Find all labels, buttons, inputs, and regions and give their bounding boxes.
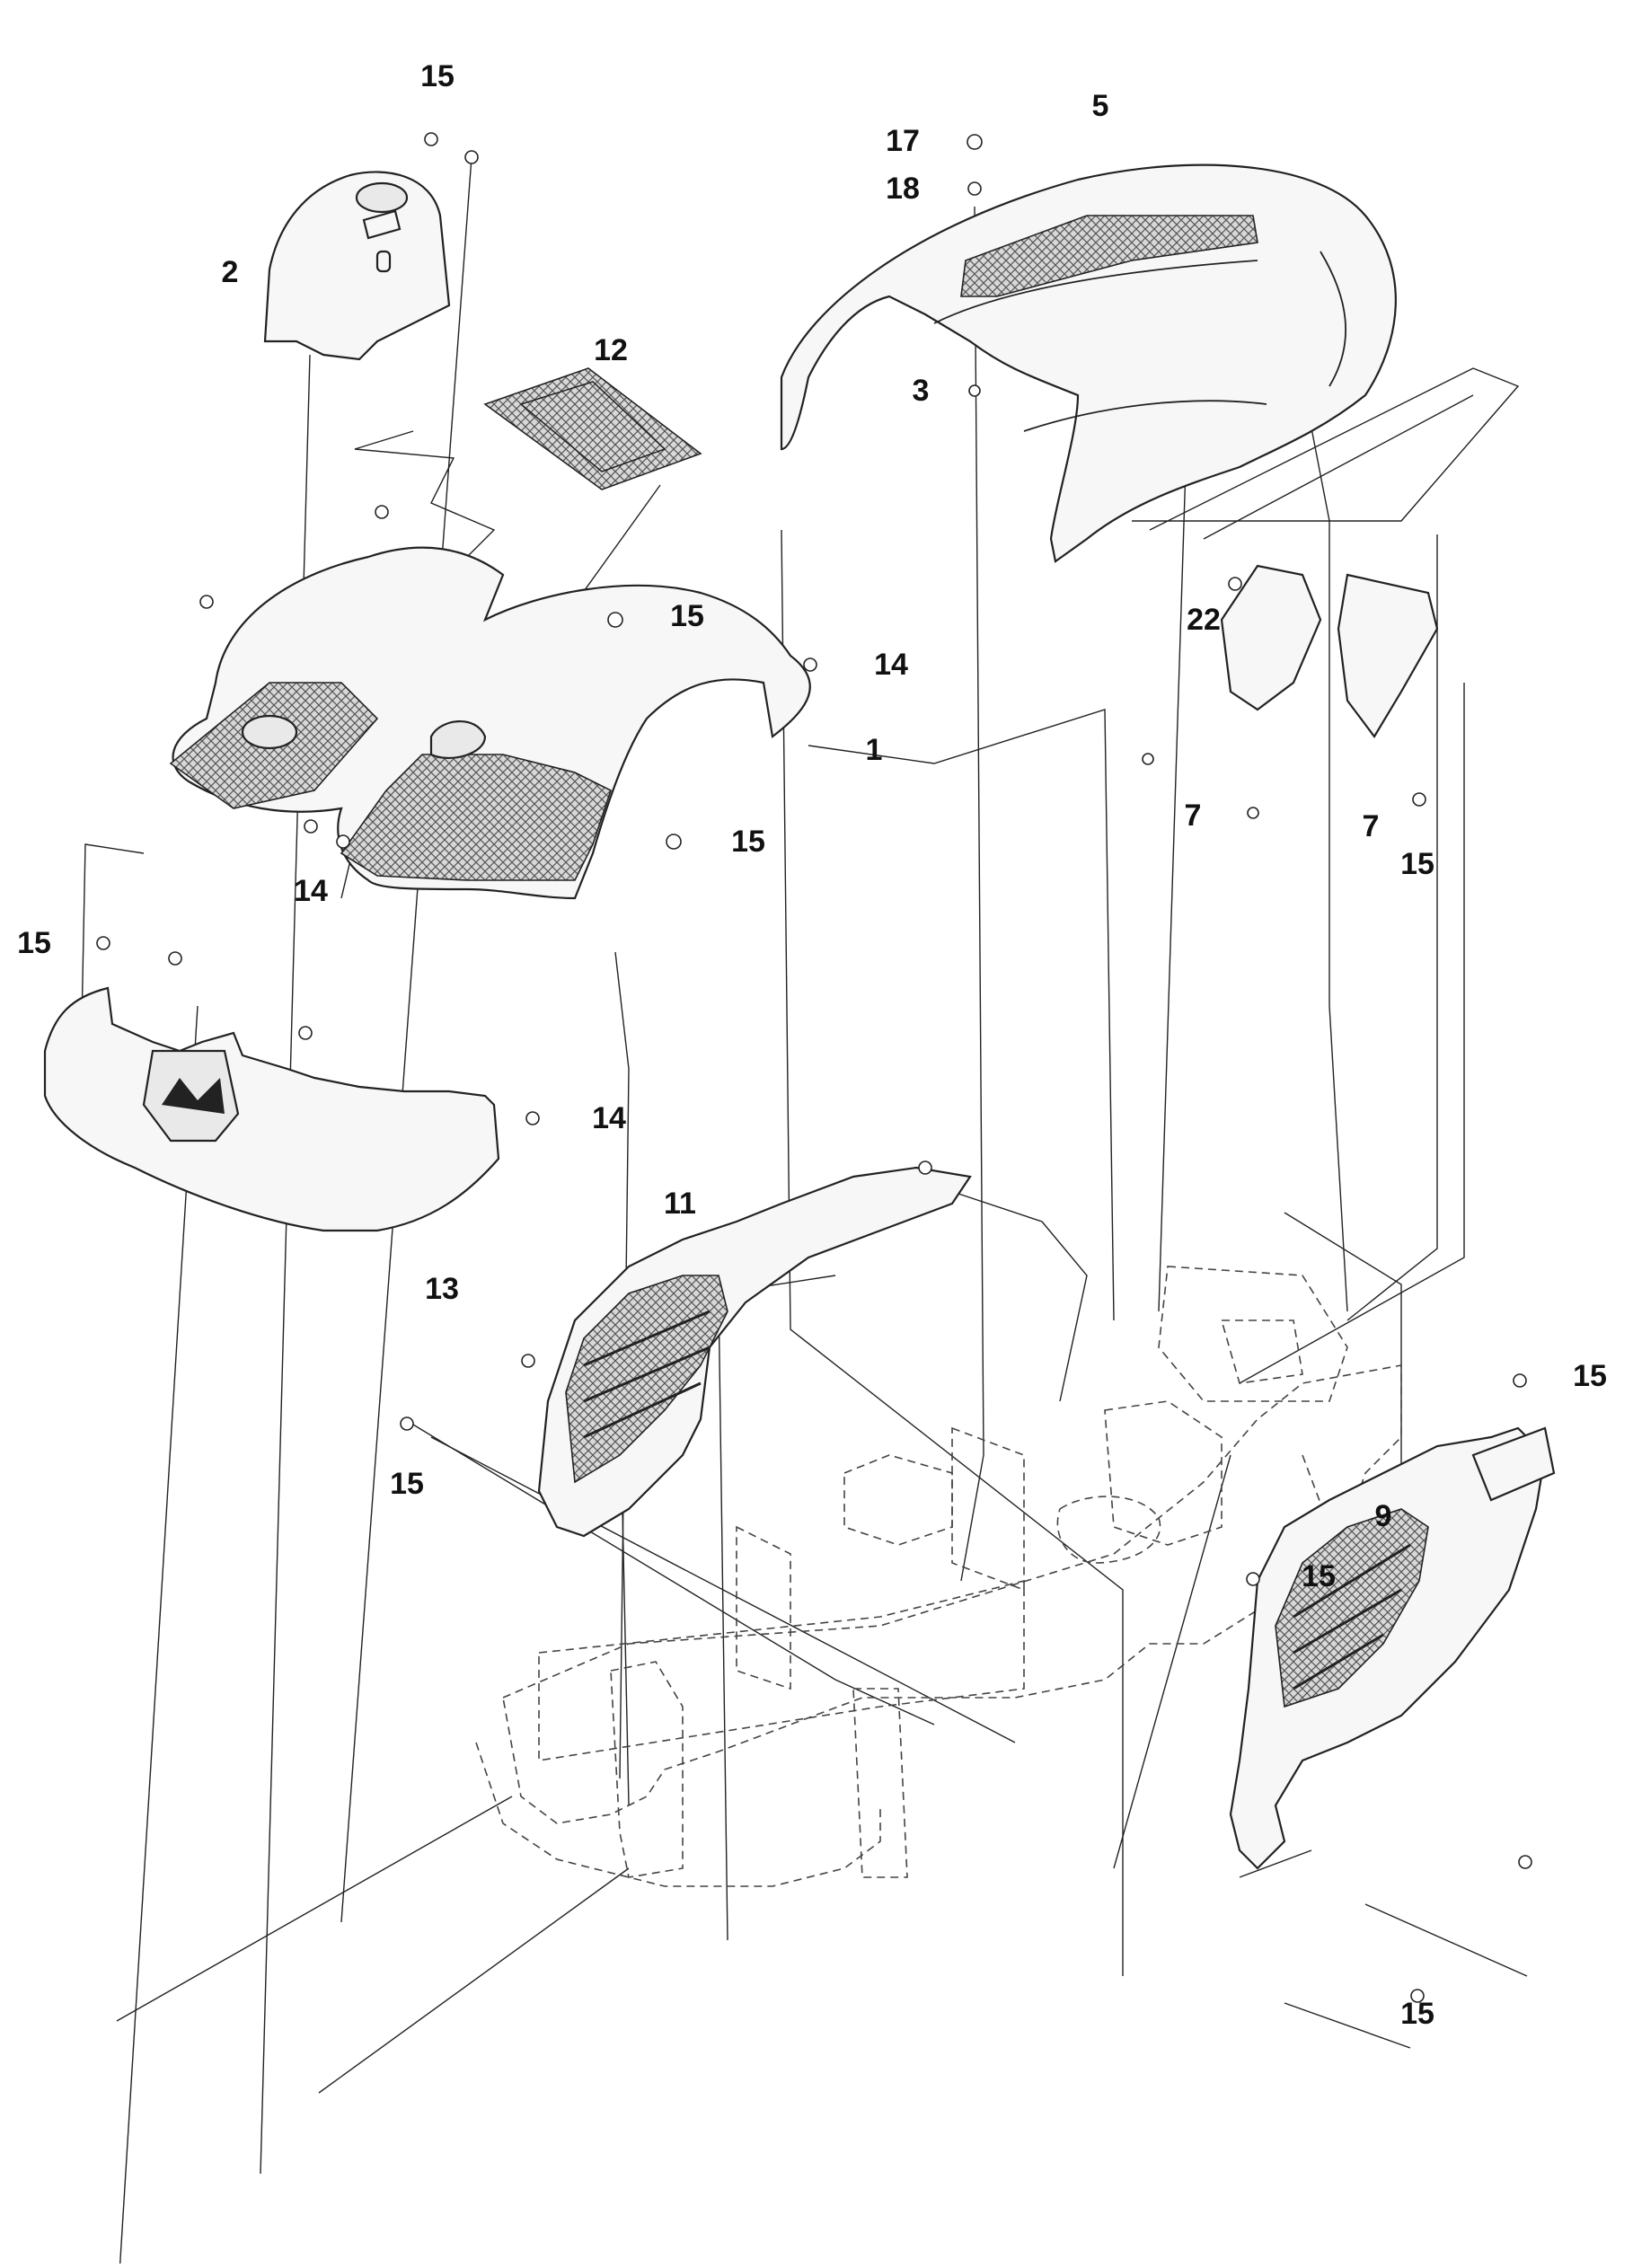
callout-label: 15 xyxy=(1573,1359,1607,1393)
chassis-frame xyxy=(475,1266,1402,1887)
callout-label: 12 xyxy=(594,333,628,367)
callout-label: 3 xyxy=(912,374,930,408)
fasteners xyxy=(96,132,1532,2003)
callout-label: 2 xyxy=(221,255,239,289)
callout-label: 15 xyxy=(670,599,704,633)
callout-label: 11 xyxy=(664,1187,696,1221)
part-2-cover xyxy=(263,171,451,361)
part-5-hood xyxy=(780,163,1397,563)
callout-label: 9 xyxy=(1374,1499,1392,1533)
callout-label: 15 xyxy=(420,59,455,93)
callout-label: 14 xyxy=(874,648,908,682)
callout-label: 7 xyxy=(1362,809,1380,843)
callout-label: 18 xyxy=(886,172,920,206)
callout-label: 15 xyxy=(1302,1559,1336,1593)
callout-label: 14 xyxy=(294,874,328,908)
part-11-side-panel xyxy=(537,1166,972,1538)
callout-label: 7 xyxy=(1184,799,1202,833)
callout-label: 15 xyxy=(731,825,765,859)
part-9-side-panel xyxy=(1229,1426,1556,1870)
callout-label: 17 xyxy=(886,124,920,158)
part-12-decal xyxy=(483,367,702,490)
part-13-bumper xyxy=(43,986,500,1232)
callout-label: 13 xyxy=(425,1272,459,1306)
callout-label: 15 xyxy=(390,1467,424,1501)
part-1-fender xyxy=(169,546,811,900)
callout-label: 22 xyxy=(1187,603,1221,637)
part-22-bracket xyxy=(1220,564,1439,738)
callout-label: 5 xyxy=(1091,89,1109,123)
callout-label: 15 xyxy=(1400,847,1434,881)
callout-label: 15 xyxy=(17,926,51,960)
callout-label: 15 xyxy=(1400,1997,1434,2031)
callout-label: 1 xyxy=(865,733,883,767)
callout-label: 14 xyxy=(592,1101,626,1135)
